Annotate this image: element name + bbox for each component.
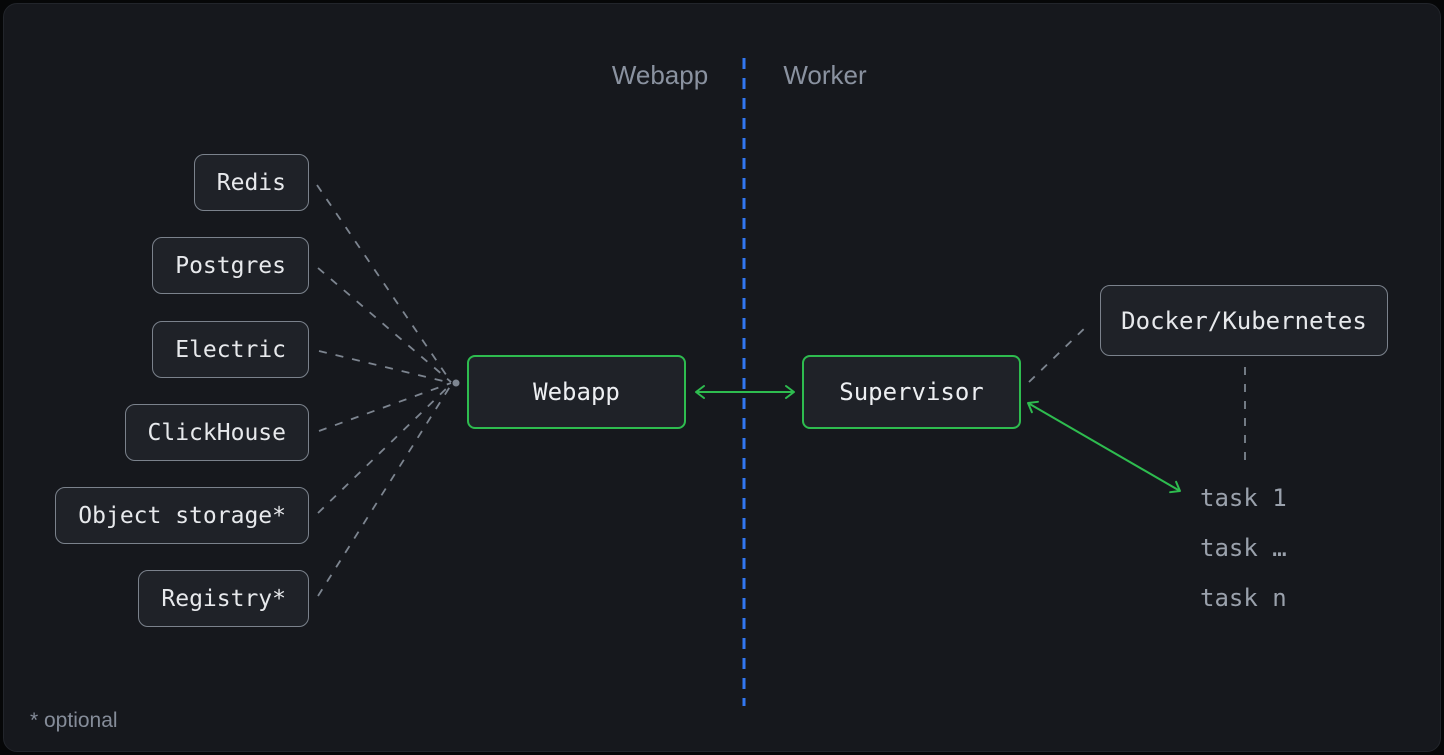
node-clickhouse: ClickHouse [124, 404, 309, 461]
node-object-storage: Object storage* [55, 487, 309, 544]
task-item-n: task n [1200, 584, 1287, 612]
task-item-ellipsis: task … [1200, 534, 1287, 562]
task-item-1: task 1 [1200, 484, 1287, 512]
node-electric: Electric [152, 321, 309, 378]
node-webapp: Webapp [467, 355, 686, 429]
node-registry: Registry* [138, 570, 309, 627]
task-list: task 1 task … task n [1200, 473, 1287, 623]
node-supervisor: Supervisor [802, 355, 1021, 429]
zone-label-webapp: Webapp [611, 60, 709, 90]
zone-label-worker: Worker [783, 60, 867, 90]
node-postgres: Postgres [152, 237, 309, 294]
node-docker-kubernetes: Docker/Kubernetes [1100, 285, 1388, 356]
optional-footnote: * optional [30, 709, 118, 732]
node-redis: Redis [193, 154, 309, 211]
